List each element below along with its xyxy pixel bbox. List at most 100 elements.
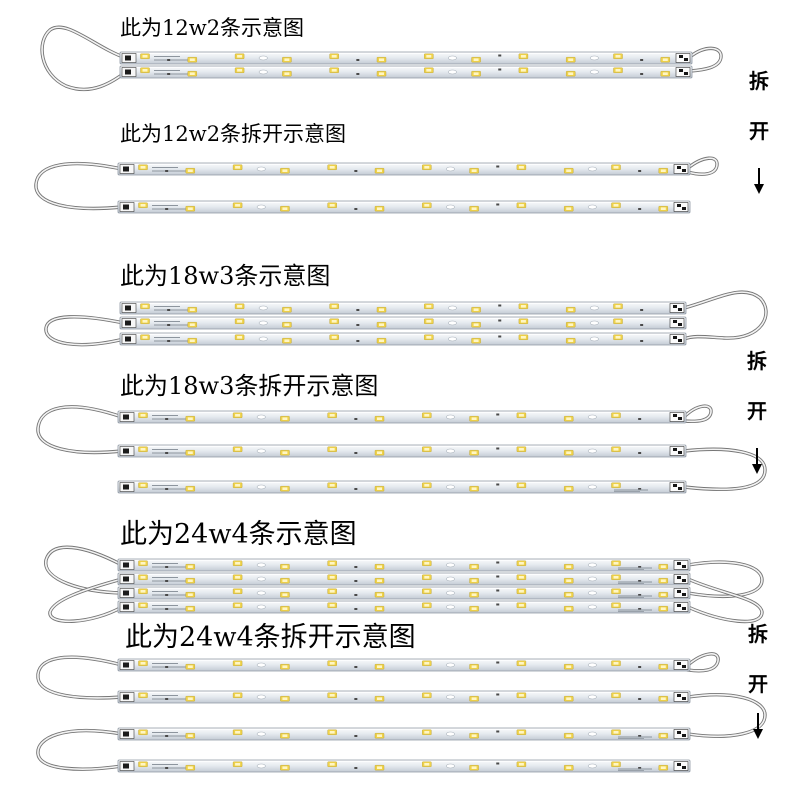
cable-sheath	[37, 729, 123, 770]
led-chip-phosphor	[377, 579, 382, 582]
led-chip-phosphor	[331, 320, 337, 323]
resistor	[354, 594, 358, 596]
led-chip-phosphor	[142, 69, 148, 72]
led-chip-phosphor	[187, 169, 193, 172]
led-chip-phosphor	[566, 607, 572, 610]
resistor	[356, 340, 360, 342]
led-chip-phosphor	[566, 734, 572, 737]
resistor	[165, 566, 169, 568]
left-connector-pin	[123, 204, 129, 210]
led-chip-phosphor	[473, 323, 479, 326]
right-connector-pin	[677, 562, 681, 565]
led-chip-phosphor	[566, 169, 572, 172]
right-connector-pin	[677, 763, 681, 766]
pcb-marking	[152, 764, 178, 765]
right-connector-pin	[682, 697, 686, 700]
resistor	[354, 698, 358, 700]
left-connector-pin	[123, 662, 129, 668]
cable-loop	[44, 315, 126, 347]
led-strip-bar	[117, 410, 687, 424]
led-chip-phosphor	[568, 58, 574, 61]
led-chip-phosphor	[566, 579, 572, 582]
group-18w-3-strips-separated	[36, 404, 767, 494]
led-chip-phosphor	[426, 320, 432, 323]
led-chip-phosphor	[235, 166, 241, 169]
led-chip-phosphor	[237, 305, 243, 308]
led-chip-phosphor	[377, 593, 382, 596]
mounting-hole	[445, 590, 455, 596]
pcb-marking	[152, 695, 178, 696]
disassemble-hint-18w: 拆 开	[745, 349, 769, 479]
led-chip-phosphor	[329, 484, 335, 487]
resistor	[638, 452, 642, 454]
led-chip-phosphor	[235, 562, 241, 565]
resistor	[356, 73, 360, 75]
mounting-hole	[587, 166, 597, 172]
resistor	[354, 566, 358, 568]
led-chip-phosphor	[329, 694, 335, 697]
pcb-marking	[152, 170, 186, 172]
mounting-hole	[256, 731, 266, 737]
led-chip-phosphor	[235, 662, 241, 665]
left-connector-pin	[125, 320, 131, 326]
caption-12w-2-strips: 此为12w2条示意图	[120, 16, 305, 40]
led-chip-phosphor	[142, 320, 148, 323]
group-18w-3-strips	[44, 290, 768, 347]
cable-sheath	[687, 157, 718, 175]
led-chip-phosphor	[424, 604, 430, 607]
cable-sheath-edge	[686, 577, 764, 624]
pcb-marking	[152, 488, 186, 490]
led-chip-phosphor	[282, 207, 288, 210]
led-chip-phosphor	[237, 55, 243, 58]
cable-sheath-edge	[44, 545, 124, 595]
right-connector-pin	[673, 336, 677, 339]
pcb-marking	[154, 337, 180, 338]
right-connector-pin	[673, 305, 677, 308]
hint-label-top: 拆	[748, 622, 768, 646]
led-chip-phosphor	[518, 414, 524, 417]
led-chip-phosphor	[660, 665, 666, 668]
led-chip-phosphor	[568, 308, 574, 311]
led-chip-phosphor	[331, 69, 337, 72]
right-connector-pin	[684, 58, 688, 61]
led-chip-phosphor	[473, 308, 479, 311]
mounting-hole	[256, 484, 266, 490]
resistor	[496, 661, 500, 664]
led-chip-phosphor	[613, 166, 619, 169]
resistor	[638, 208, 642, 210]
left-connector-pin	[123, 694, 129, 700]
pcb-marking	[152, 418, 186, 420]
aluminum-strip	[117, 162, 691, 176]
group-24w-4-strips-separated	[36, 652, 767, 773]
resistor	[638, 488, 642, 490]
led-chip-phosphor	[566, 565, 572, 568]
mounting-hole	[447, 55, 457, 61]
mounting-hole	[256, 763, 266, 769]
led-chip-phosphor	[329, 166, 335, 169]
right-connector-pin	[677, 590, 681, 593]
led-chip-phosphor	[518, 604, 524, 607]
cable-loop	[36, 655, 124, 700]
led-chip-phosphor	[187, 565, 193, 568]
led-chip-phosphor	[187, 417, 193, 420]
pcb-marking	[618, 567, 652, 569]
led-chip-phosphor	[377, 169, 382, 172]
cable-sheath	[683, 448, 766, 491]
led-chip-phosphor	[518, 731, 524, 734]
resistor	[167, 340, 171, 342]
resistor	[354, 488, 358, 490]
resistor	[638, 418, 642, 420]
led-chip-phosphor	[613, 414, 619, 417]
led-chip-phosphor	[282, 451, 288, 454]
led-chip-phosphor	[140, 694, 146, 697]
led-chip-phosphor	[377, 417, 382, 420]
led-chip-phosphor	[424, 414, 430, 417]
led-chip-phosphor	[471, 565, 477, 568]
pcb-marking	[152, 698, 186, 700]
pcb-marking	[152, 767, 186, 769]
hint-label-bottom: 开	[747, 399, 767, 423]
led-chip-phosphor	[566, 207, 572, 210]
resistor	[496, 561, 500, 564]
mounting-hole	[258, 336, 268, 342]
mounting-hole	[258, 305, 268, 311]
